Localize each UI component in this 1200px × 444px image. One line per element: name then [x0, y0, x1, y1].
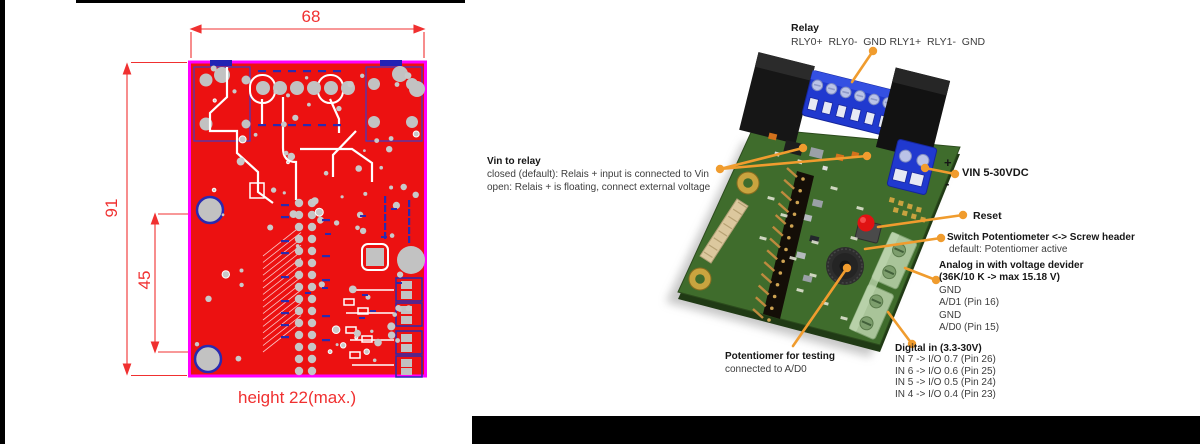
vin-to-relay-title: Vin to relay [487, 156, 541, 167]
analog-in-row: A/D1 (Pin 16) [939, 297, 1000, 309]
digital-in-pointer-line [886, 310, 914, 346]
vin-plus-label: + [944, 155, 952, 170]
vin-to-relay-line2: open: Relais + is floating, connect exte… [487, 182, 711, 193]
pcb-layout-graphic [122, 24, 427, 378]
relay-left [739, 52, 815, 144]
annotation-dots [715, 46, 968, 349]
annotation-lines [718, 49, 965, 348]
pot-testing-title: Potentiomer for testing [725, 351, 836, 362]
analog-in-block: Analog in with voltage devider (36K/10 K… [939, 260, 1083, 334]
reset-button-cap [857, 214, 875, 232]
switch-pot-subtitle: default: Potentiomer active [949, 244, 1068, 255]
mounting-holes [688, 171, 760, 291]
relay-pin-labels: RLY0+ RLY0- GND RLY1+ RLY1- GND [791, 36, 986, 48]
screw-terminals [848, 231, 918, 340]
digital-in-row: IN 4 -> I/O 0.4 (Pin 23) [895, 388, 996, 400]
left-border-strip [0, 0, 5, 444]
dimension-width-label: 68 [301, 7, 321, 26]
ffc-connector [699, 198, 749, 264]
relay-title: Relay [791, 22, 820, 34]
analog-in-row: GND [939, 309, 962, 321]
relay-right [875, 67, 951, 161]
analog-in-row: A/D0 (Pin 15) [939, 322, 1000, 334]
pcb-3d-graphic [666, 46, 968, 357]
pot-testing-subtitle: connected to A/D0 [725, 364, 807, 375]
digital-in-block: Digital in (3.3-30V) IN 7 -> I/O 0.7 (Pi… [895, 343, 996, 400]
vin-minus-label: - [945, 176, 950, 191]
vin-power-label: VIN 5-30VDC [962, 167, 1029, 179]
pin-header [752, 167, 814, 322]
digital-in-row: IN 5 -> I/O 0.5 (Pin 24) [895, 377, 996, 389]
switch-pot-pointer-line [863, 236, 943, 251]
digital-in-row: IN 7 -> I/O 0.7 (Pin 26) [895, 354, 996, 366]
vin-to-relay-line1: closed (default): Relais + input is conn… [487, 169, 709, 180]
pot-testing-pointer-line [791, 266, 849, 348]
dimension-height-label: 91 [102, 198, 121, 218]
vin-terminal [886, 139, 938, 195]
analog-in-pointer-line [903, 266, 938, 282]
vin-to-relay-pointer-line-1 [718, 146, 805, 171]
board-height-caption: height 22(max.) [238, 388, 357, 407]
reset-pointer-line [876, 213, 965, 229]
dimension-lines [122, 24, 426, 377]
vin-power-pointer-line [923, 166, 957, 176]
dimension-inner-label: 45 [135, 270, 154, 290]
digital-in-title: Digital in (3.3-30V) [895, 343, 982, 354]
vin-to-relay-pointer-line-2 [718, 154, 869, 171]
reset-label: Reset [973, 210, 1002, 222]
analog-in-title: Analog in with voltage devider [939, 260, 1084, 271]
relay-pointer-line [850, 49, 875, 84]
digital-in-row: IN 6 -> I/O 0.6 (Pin 25) [895, 365, 996, 377]
switch-pot-title: Switch Potentiometer <-> Screw header [947, 232, 1135, 243]
top-border-strip [76, 0, 465, 3]
analog-in-row: GND [939, 284, 962, 296]
bottom-black-bar [472, 416, 1200, 444]
analog-in-subtitle: (36K/10 K -> max 15.18 V) [939, 272, 1060, 284]
